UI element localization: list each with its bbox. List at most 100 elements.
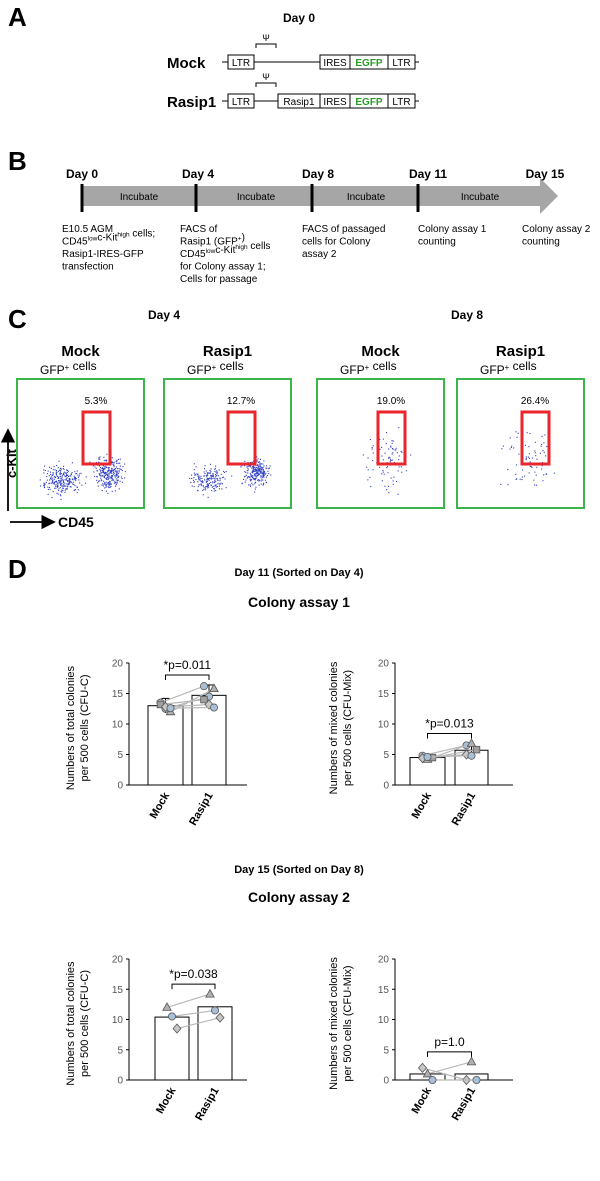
facs-event [215,490,217,492]
facs-event [257,460,259,462]
facs-event [43,472,45,474]
facs-event [113,482,115,484]
facs-event [54,481,56,483]
d-title-2: Colony assay 2 [248,889,350,905]
facs-event [59,469,61,471]
data-point-circle [209,703,218,712]
facs-event [531,457,533,459]
facs-event [116,474,118,476]
facs-event [104,482,106,484]
facs-event [382,459,384,461]
facs-event [113,472,115,474]
facs-event [50,477,52,479]
facs-event [48,483,50,485]
facs-event [207,484,209,486]
facs-event [73,489,75,491]
facs-event [248,484,250,486]
facs-event [59,469,61,471]
facs-event [63,482,65,484]
text-span: FACS of passaged [302,224,385,235]
psi-bracket [255,82,277,87]
text-span: cells [248,241,271,252]
text-span: assay 2 [302,249,337,260]
facs-event [198,478,200,480]
facs-gate-percent: 5.3% [85,396,108,407]
facs-event [260,475,262,477]
facs-event [115,475,117,477]
facs-event [511,445,513,447]
facs-event [116,482,118,484]
facs-event [245,471,247,473]
facs-event [53,483,55,485]
facs-event [253,473,255,475]
facs-event [124,471,126,473]
facs-event [262,470,264,472]
facs-event [381,446,383,448]
facs-event [257,464,259,466]
facs-event [109,482,111,484]
facs-event [193,481,195,483]
facs-event [507,469,509,471]
facs-event [116,459,118,461]
timeline-day-label: Day 8 [302,167,334,181]
facs-event [244,475,246,477]
facs-event [255,473,257,475]
facs-event [198,479,200,481]
facs-event [530,466,532,468]
facs-event [43,487,45,489]
facs-event [76,492,78,494]
facs-event [255,475,257,477]
facs-event [105,490,107,492]
facs-event [244,460,246,462]
facs-event [66,486,68,488]
facs-event [66,474,68,476]
facs-event [46,479,48,481]
facs-event [74,476,76,478]
facs-event [79,482,81,484]
facs-event [250,480,252,482]
facs-event [254,469,256,471]
facs-event [101,474,103,476]
facs-event [98,461,100,463]
facs-event [62,480,64,482]
facs-event [541,435,543,437]
facs-event [60,479,62,481]
facs-event [114,470,116,472]
facs-event [251,471,253,473]
bar-rasip1 [197,1006,233,1081]
facs-event [66,471,68,473]
facs-event [263,474,265,476]
facs-event [389,457,391,459]
data-point-square [200,695,208,704]
facs-event [118,468,120,470]
facs-event [210,481,212,483]
facs-event [55,487,57,489]
facs-event [389,461,391,463]
facs-event [370,486,372,488]
facs-event [124,477,126,479]
facs-event [203,471,205,473]
segment-label: LTR [392,58,410,69]
facs-event [262,473,264,475]
facs-event [384,485,386,487]
facs-event [383,473,385,475]
facs-event [388,448,390,450]
facs-event [111,490,113,492]
facs-event [100,467,102,469]
facs-event [119,468,121,470]
facs-event [49,488,51,490]
facs-event [384,452,386,454]
facs-event [261,476,263,478]
facs-event [101,480,103,482]
facs-event [259,471,261,473]
facs-event [513,447,515,449]
facs-event [251,482,253,484]
facs-event [52,472,54,474]
facs-event [75,473,77,475]
text-span: GFP [480,363,505,377]
facs-event [254,471,256,473]
facs-event [501,448,503,450]
